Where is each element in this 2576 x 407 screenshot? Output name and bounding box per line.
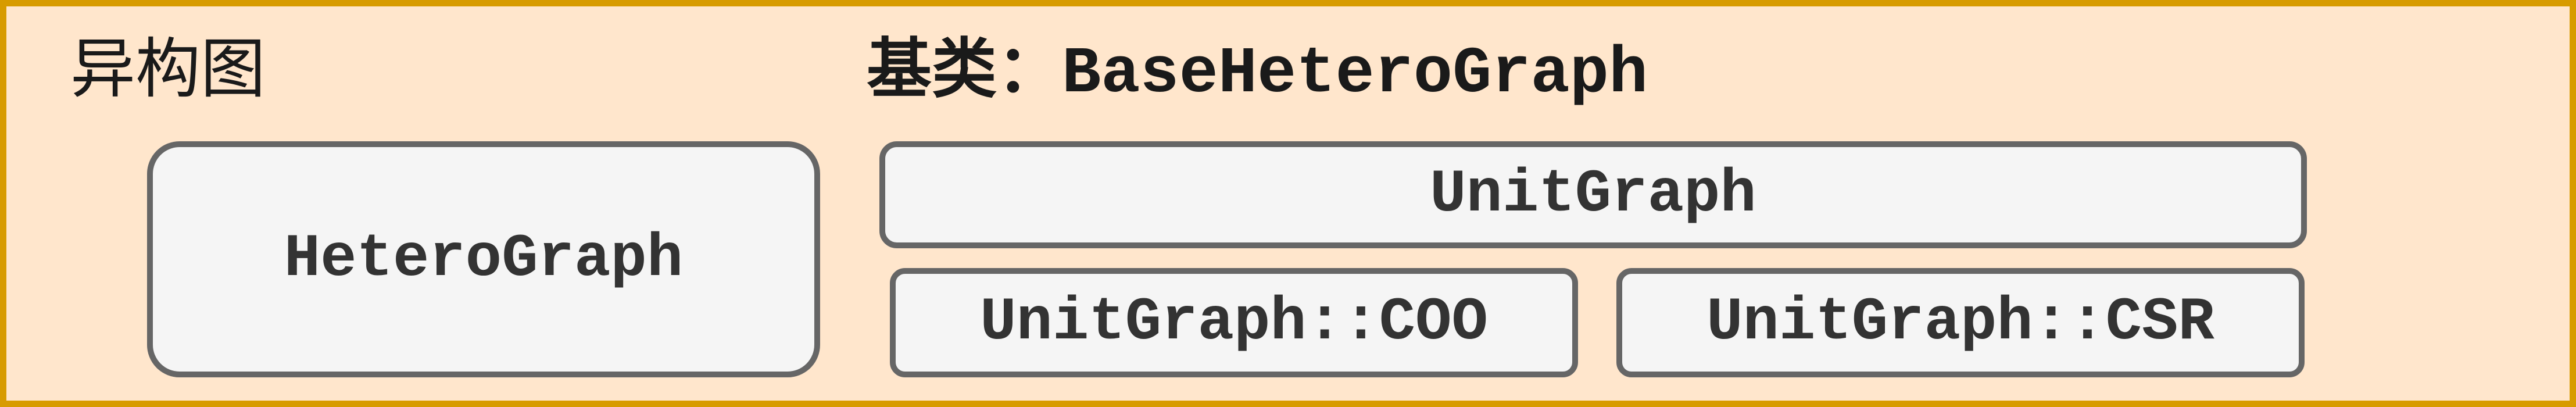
base-class-heading-code: BaseHeteroGraph: [1062, 37, 1648, 111]
heterograph-box: HeteroGraph: [147, 141, 820, 377]
base-class-heading-prefix: 基类：: [867, 31, 1062, 107]
heterograph-heading: 异构图: [70, 31, 266, 107]
base-class-heading: 基类：BaseHeteroGraph: [867, 37, 1648, 107]
unitgraph-coo-box: UnitGraph::COO: [890, 268, 1578, 377]
unitgraph-box: UnitGraph: [879, 141, 2307, 248]
unitgraph-csr-box: UnitGraph::CSR: [1616, 268, 2305, 377]
